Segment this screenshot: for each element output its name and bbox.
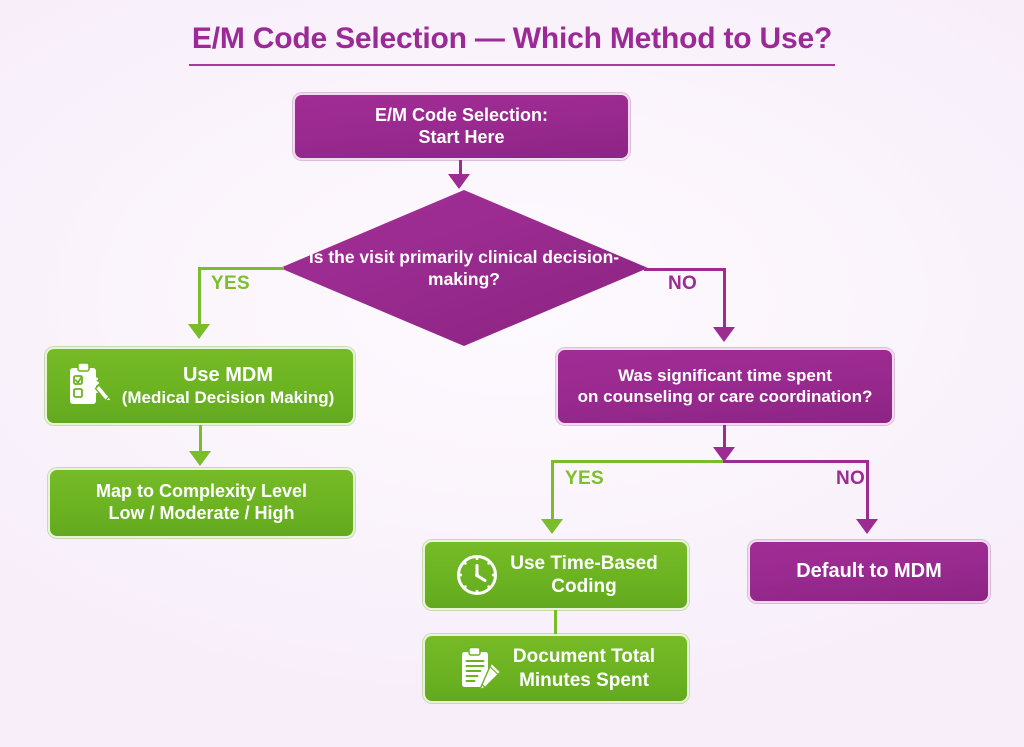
page-title: E/M Code Selection — Which Method to Use… <box>191 22 833 55</box>
edge-time-no-horizontal <box>723 460 868 463</box>
node-document-minutes-text: Document Total Minutes Spent <box>513 645 655 691</box>
edge-time-yes-vertical <box>551 460 554 521</box>
edge-usemdm-to-map-arrow <box>189 451 211 466</box>
node-decision-mdm[interactable]: Is the visit primarily clinical decision… <box>277 187 651 349</box>
node-use-mdm[interactable]: Use MDM (Medical Decision Making) <box>45 347 355 425</box>
node-map-complexity-line1: Map to Complexity Level <box>95 481 308 502</box>
edge-yes-vertical <box>198 267 201 326</box>
edge-timebased-to-document <box>554 610 557 634</box>
title-divider <box>189 64 835 66</box>
clock-icon <box>454 552 500 598</box>
edge-no-vertical <box>723 268 726 329</box>
node-map-complexity-line2: Low / Moderate / High <box>108 503 295 523</box>
node-time-based-coding-text: Use Time-Based Coding <box>510 552 658 598</box>
edge-start-to-decision <box>459 160 462 176</box>
branch-label-decision-time-yes: YES <box>565 468 604 489</box>
edge-decisiontime-stem <box>723 425 726 453</box>
edge-time-yes-horizontal <box>551 460 724 463</box>
node-decision-time-line1: Was significant time spent <box>618 365 832 385</box>
edge-no-arrow <box>713 327 735 342</box>
node-use-mdm-line1: Use MDM <box>182 364 273 387</box>
edge-decisiontime-stem-arrow <box>713 447 735 462</box>
branch-label-decision-time-no: NO <box>836 468 866 489</box>
title-block: E/M Code Selection — Which Method to Use… <box>0 22 1024 66</box>
edge-no-horizontal <box>644 268 726 271</box>
branch-label-decision-mdm-yes: YES <box>211 273 250 294</box>
edge-start-to-decision-arrow <box>448 174 470 189</box>
branch-label-decision-mdm-no: NO <box>668 273 698 294</box>
edge-time-yes-arrow <box>541 519 563 534</box>
node-time-based-coding-line2: Coding <box>551 576 617 597</box>
node-map-complexity[interactable]: Map to Complexity Level Low / Moderate /… <box>48 468 355 538</box>
node-start-line2: Start Here <box>418 126 505 147</box>
node-default-mdm-label: Default to MDM <box>796 560 942 583</box>
node-use-mdm-text: Use MDM (Medical Decision Making) <box>122 363 335 408</box>
node-document-minutes-line2: Minutes Spent <box>519 669 649 691</box>
node-time-based-coding-line1: Use Time-Based <box>510 552 658 574</box>
node-start[interactable]: E/M Code Selection: Start Here <box>293 93 630 160</box>
node-decision-mdm-text: Is the visit primarily clinical decision… <box>280 190 648 346</box>
node-decision-time-line2: on counseling or care coordination? <box>577 386 873 406</box>
node-document-minutes[interactable]: Document Total Minutes Spent <box>423 634 689 703</box>
document-pencil-icon <box>457 645 503 693</box>
edge-usemdm-to-map <box>199 425 202 453</box>
node-decision-time[interactable]: Was significant time spent on counseling… <box>556 348 894 425</box>
node-time-based-coding[interactable]: Use Time-Based Coding <box>423 540 689 610</box>
node-document-minutes-line1: Document Total <box>512 646 656 668</box>
clipboard-checklist-icon <box>66 362 112 410</box>
node-start-line1: E/M Code Selection: <box>374 104 549 125</box>
node-decision-mdm-line1: Is the visit primarily <box>308 246 474 267</box>
edge-yes-arrow <box>188 324 210 339</box>
edge-yes-horizontal <box>198 267 284 270</box>
node-decision-mdm-line2: clinical decision-making? <box>428 246 620 289</box>
edge-time-no-arrow <box>856 519 878 534</box>
node-use-mdm-line2: (Medical Decision Making) <box>121 387 335 407</box>
edge-time-no-vertical <box>866 460 869 521</box>
node-default-mdm[interactable]: Default to MDM <box>748 540 990 603</box>
